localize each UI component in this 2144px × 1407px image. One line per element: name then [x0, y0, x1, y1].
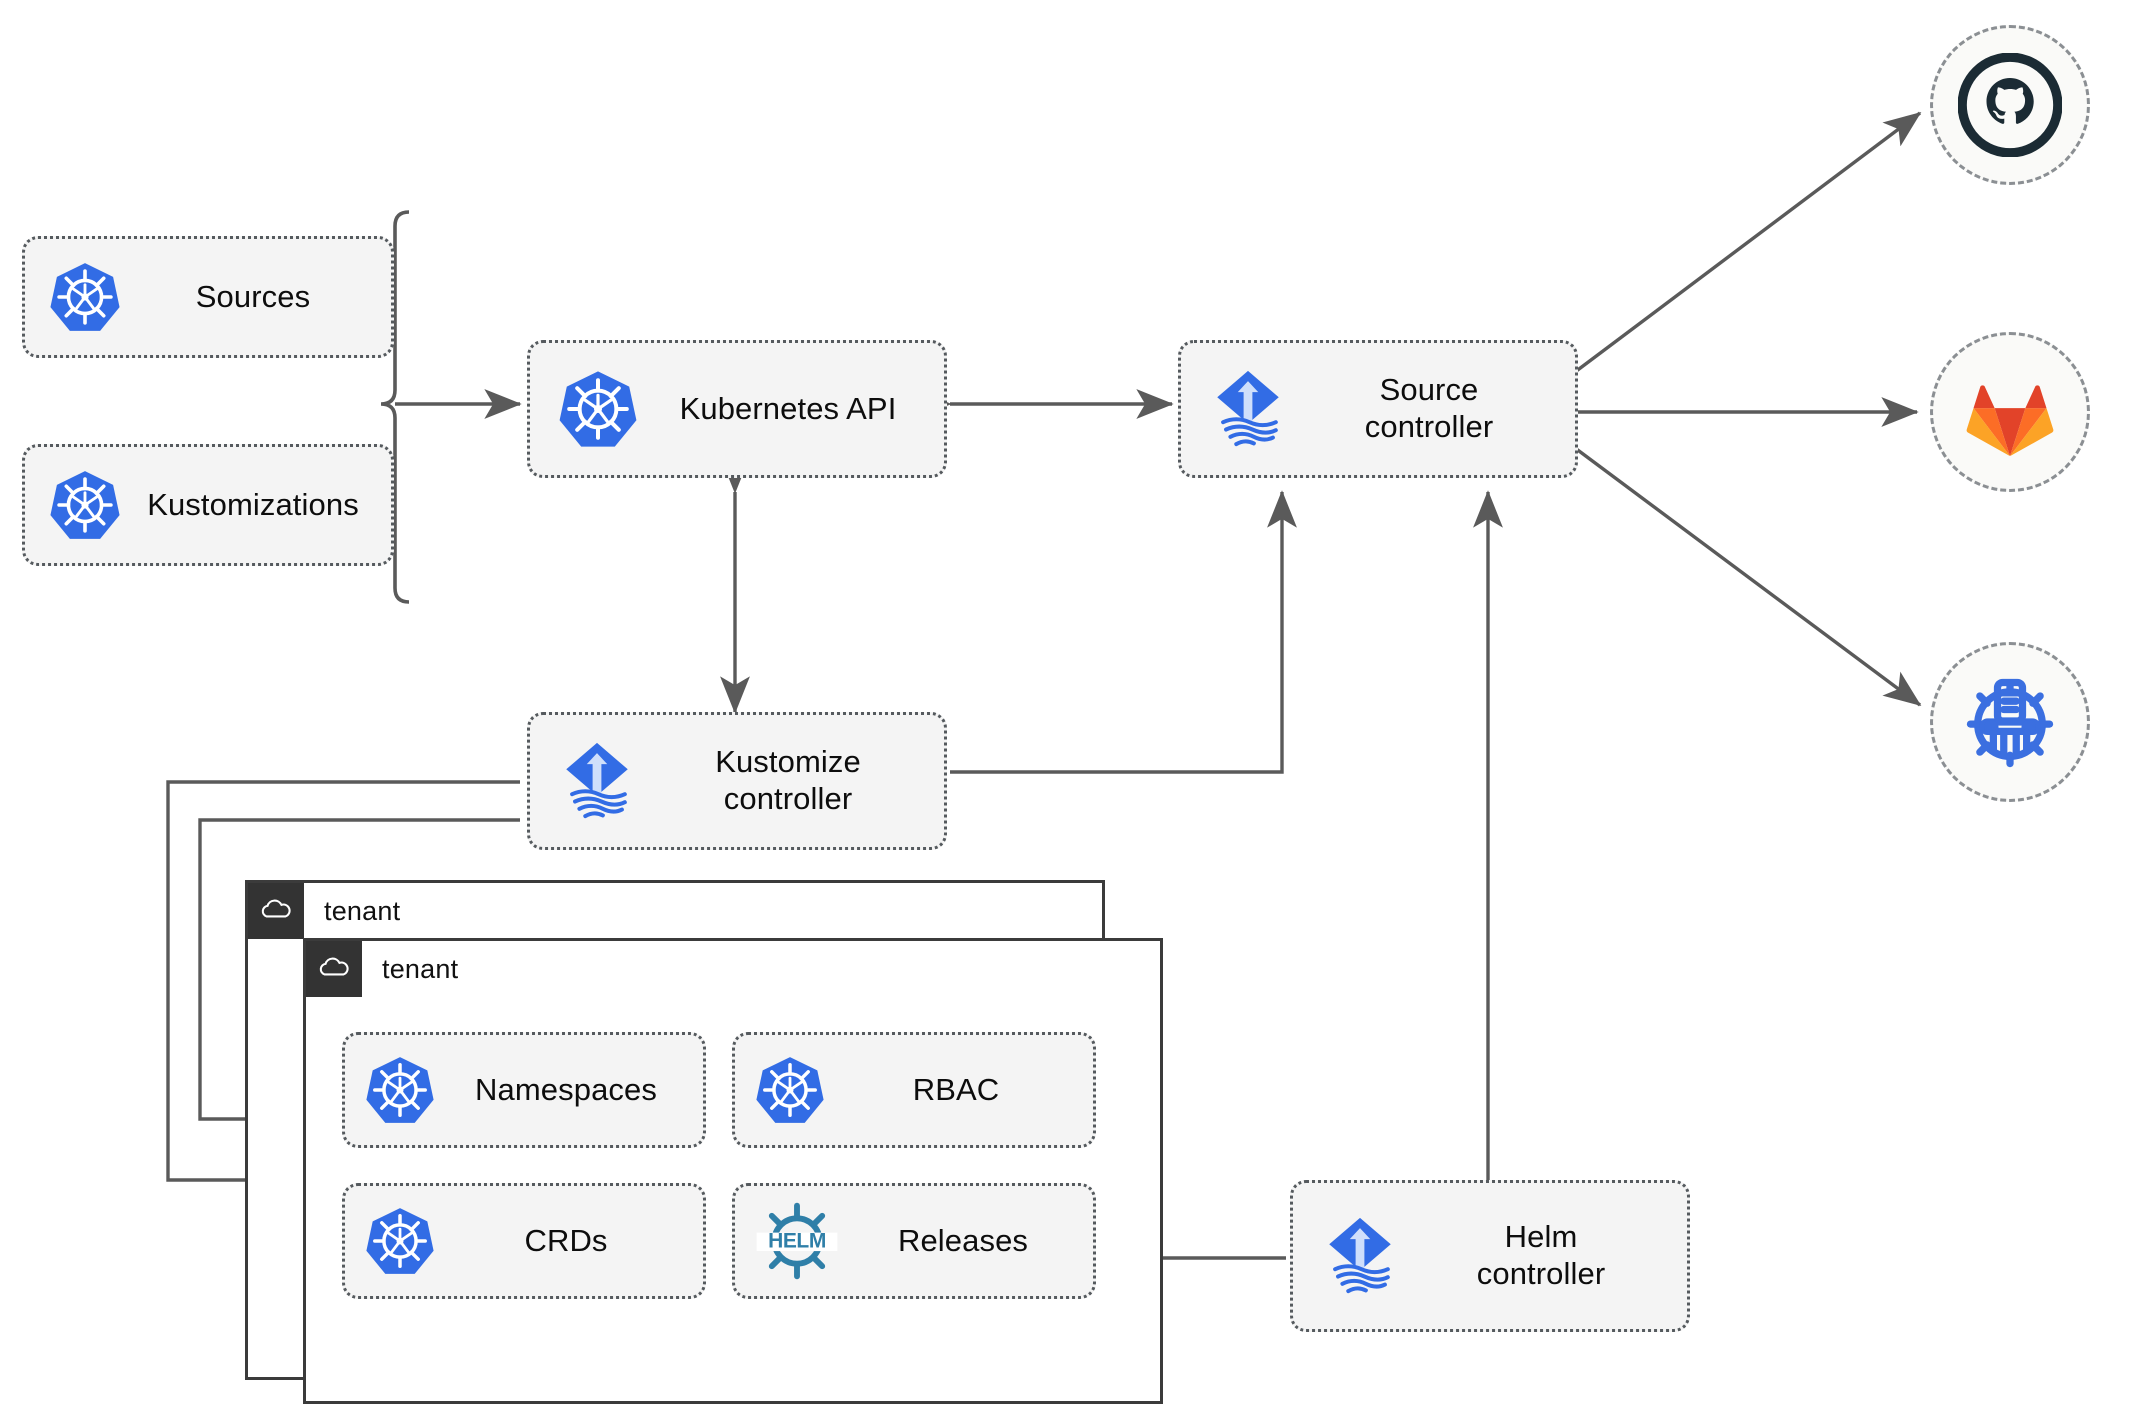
- kubernetes-icon: [365, 1055, 435, 1125]
- tenant-inner-header: tenant: [306, 941, 458, 997]
- provider-github[interactable]: [1930, 25, 2090, 185]
- node-releases-label: Releases: [897, 1222, 1029, 1258]
- kubernetes-icon: [755, 1055, 825, 1125]
- node-kustomizations-label: Kustomizations: [147, 486, 359, 522]
- node-crds[interactable]: CRDs: [342, 1183, 706, 1299]
- node-releases[interactable]: Releases: [732, 1183, 1096, 1299]
- node-helm-controller[interactable]: Helm controller: [1290, 1180, 1690, 1332]
- edge-source-to-helmrepo: [1573, 446, 1922, 707]
- flux-icon: [556, 740, 638, 822]
- flux-icon: [1207, 368, 1289, 450]
- node-sources[interactable]: Sources: [22, 236, 394, 358]
- tenant-outer-label: tenant: [324, 895, 401, 926]
- node-kubernetes-api-label: Kubernetes API: [679, 390, 897, 426]
- node-crds-label: CRDs: [524, 1222, 608, 1258]
- node-sources-label: Sources: [195, 278, 311, 314]
- node-kustomize-controller-label: Kustomize controller: [715, 744, 861, 816]
- edge-source-to-github: [1573, 111, 1922, 374]
- kubernetes-icon: [558, 369, 638, 449]
- github-icon: [1958, 53, 2062, 157]
- node-source-controller[interactable]: Source controller: [1178, 340, 1578, 478]
- node-namespaces-label: Namespaces: [475, 1071, 657, 1107]
- cloud-icon: [306, 941, 362, 997]
- node-kubernetes-api[interactable]: Kubernetes API: [527, 340, 947, 478]
- kubernetes-icon: [49, 469, 121, 541]
- cloud-icon: [248, 883, 304, 939]
- node-source-controller-label: Source controller: [1364, 372, 1494, 444]
- provider-gitlab[interactable]: [1930, 332, 2090, 492]
- node-kustomize-controller[interactable]: Kustomize controller: [527, 712, 947, 850]
- kubernetes-icon: [365, 1206, 435, 1276]
- edge-kustomize-to-source: [950, 490, 1297, 774]
- node-kustomizations[interactable]: Kustomizations: [22, 444, 394, 566]
- provider-helm-repository[interactable]: [1930, 642, 2090, 802]
- tenant-outer-header: tenant: [248, 883, 400, 939]
- kubernetes-icon: [49, 261, 121, 333]
- node-rbac[interactable]: RBAC: [732, 1032, 1096, 1148]
- flux-icon: [1319, 1215, 1401, 1297]
- helm-repository-icon: [1958, 670, 2062, 774]
- tenant-box-inner: tenant: [303, 938, 1163, 1404]
- helm-icon: [755, 1199, 839, 1283]
- node-rbac-label: RBAC: [912, 1071, 1000, 1107]
- node-helm-controller-label: Helm controller: [1476, 1219, 1606, 1291]
- gitlab-icon: [1966, 385, 2054, 457]
- tenant-inner-label: tenant: [382, 953, 459, 984]
- node-namespaces[interactable]: Namespaces: [342, 1032, 706, 1148]
